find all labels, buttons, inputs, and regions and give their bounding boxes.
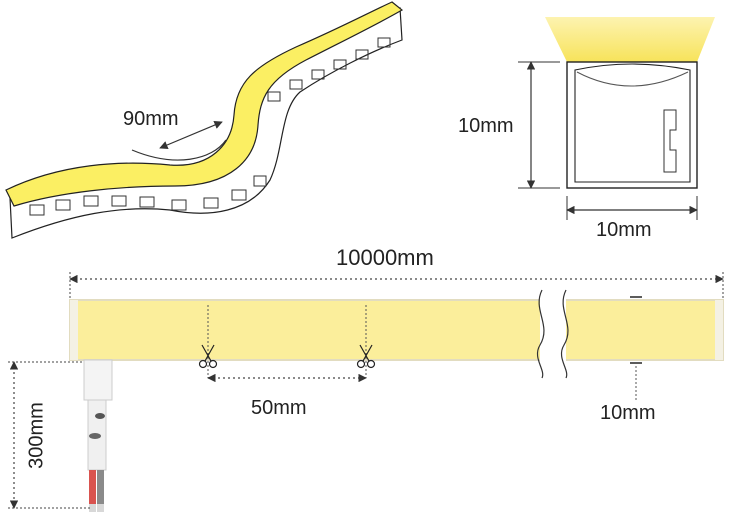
strip-top-band xyxy=(5,1,404,207)
break-wave-icon xyxy=(536,289,545,379)
total-length-label: 10000mm xyxy=(336,245,434,270)
profile-width-label: 10mm xyxy=(596,219,652,241)
led-chip-row-upper xyxy=(267,37,391,102)
lead-length-label: 300mm xyxy=(25,402,48,469)
profile-inner xyxy=(574,63,691,183)
led-chip-row-lower xyxy=(29,175,267,216)
profile-outer xyxy=(566,61,698,189)
bend-radius-arrow xyxy=(159,121,223,149)
cross-section-illustration xyxy=(518,17,715,220)
strip-width-label: 10mm xyxy=(600,402,656,424)
profile-lens-curve xyxy=(576,71,689,87)
grey-wire xyxy=(97,470,104,504)
scissors-icon xyxy=(198,344,218,369)
strip-side-band xyxy=(9,7,403,239)
end-cap xyxy=(83,359,113,401)
strip-body xyxy=(69,299,724,361)
profile-height-label: 10mm xyxy=(458,115,514,137)
cut-interval-label: 50mm xyxy=(251,397,307,419)
scissors-icon xyxy=(356,344,376,369)
red-wire xyxy=(89,470,96,504)
straight-strip-illustration xyxy=(8,272,724,512)
light-glow xyxy=(545,17,715,62)
bend-radius-label: 90mm xyxy=(123,108,179,130)
pcb-slot xyxy=(663,109,677,173)
flexible-strip-illustration xyxy=(5,1,404,239)
